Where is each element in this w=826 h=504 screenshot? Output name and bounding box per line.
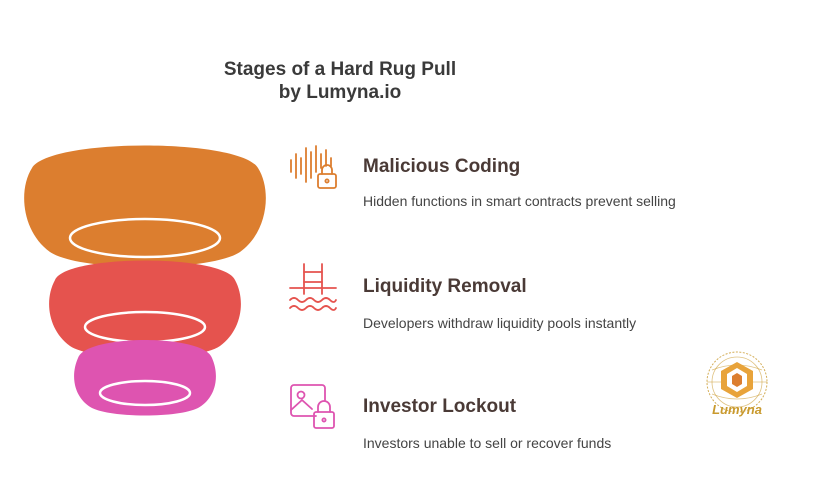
funnel-layer-liquidity-removal [49, 260, 241, 358]
stage-heading: Investor Lockout [363, 396, 517, 417]
funnel-graphic [24, 145, 266, 416]
diagram-title: Stages of a Hard Rug Pull by Lumyna.io [170, 58, 510, 104]
lumyna-logo: Lumyna [706, 351, 768, 417]
image-lock-icon [290, 384, 335, 429]
soundwave-lock-icon [290, 145, 337, 189]
title-line-2: by Lumyna.io [278, 82, 402, 103]
stage-heading: Liquidity Removal [363, 276, 527, 297]
stage-description: Investors unable to sell or recover fund… [363, 435, 612, 451]
stage-description: Developers withdraw liquidity pools inst… [363, 315, 637, 331]
funnel-layer-malicious-coding [24, 145, 266, 267]
funnel-layer-investor-lockout [74, 340, 216, 416]
ladder-water-icon [289, 263, 337, 311]
title-line-1: Stages of a Hard Rug Pull [223, 59, 457, 80]
stage-heading: Malicious Coding [363, 156, 521, 177]
stage-description: Hidden functions in smart contracts prev… [363, 193, 676, 209]
logo-text: Lumyna [712, 402, 762, 417]
